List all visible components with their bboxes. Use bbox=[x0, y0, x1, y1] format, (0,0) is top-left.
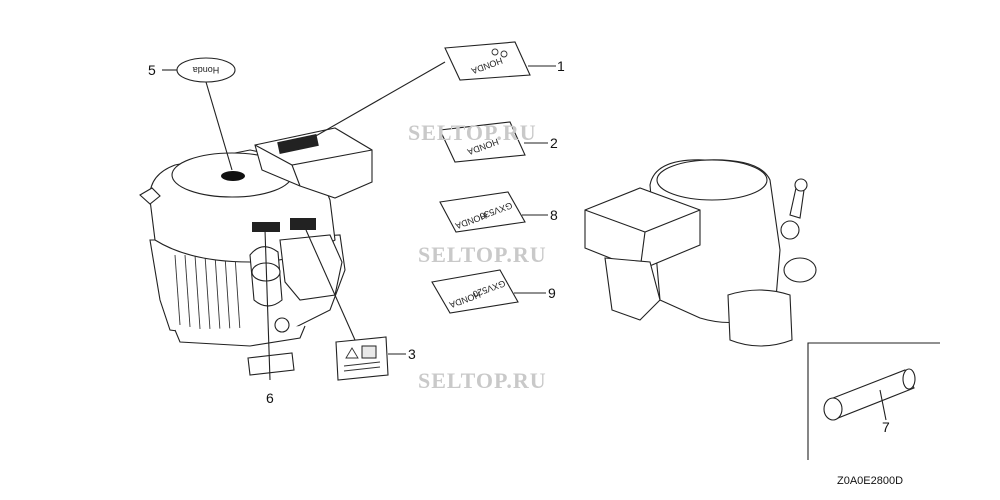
engine-left bbox=[139, 127, 373, 347]
engine-right bbox=[584, 159, 817, 347]
label-1-location-left bbox=[277, 133, 319, 155]
sticker-1: HONDA bbox=[444, 41, 531, 81]
callout-2: 2 bbox=[550, 135, 558, 151]
sticker-2: HONDA bbox=[439, 121, 526, 163]
diagram-code: Z0A0E2800D bbox=[837, 475, 903, 487]
sticker-5-text: Honda bbox=[193, 65, 220, 75]
callout-1: 1 bbox=[557, 58, 565, 74]
callout-8: 8 bbox=[550, 207, 558, 223]
sticker-8: HONDA GXV530 bbox=[439, 191, 526, 233]
callout-9: 9 bbox=[548, 285, 556, 301]
label-6-location-left bbox=[252, 222, 280, 232]
callout-5: 5 bbox=[148, 62, 156, 78]
watermark-2: SELTOP.RU bbox=[418, 242, 547, 267]
box-wrench-7 bbox=[823, 368, 916, 421]
sticker-9: HONDA GXV520 bbox=[431, 269, 519, 314]
watermark-1: SELTOP.RU bbox=[408, 120, 537, 145]
leader-lines bbox=[162, 61, 887, 421]
label-8-location-left bbox=[290, 218, 316, 230]
sticker-6 bbox=[247, 352, 295, 376]
callout-7: 7 bbox=[882, 419, 890, 435]
watermark-3: SELTOP.RU bbox=[418, 368, 547, 393]
tool-7-group bbox=[807, 342, 940, 460]
sticker-3 bbox=[335, 336, 389, 381]
callout-6: 6 bbox=[266, 390, 274, 406]
sticker-5: Honda bbox=[176, 57, 236, 83]
callout-3: 3 bbox=[408, 346, 416, 362]
